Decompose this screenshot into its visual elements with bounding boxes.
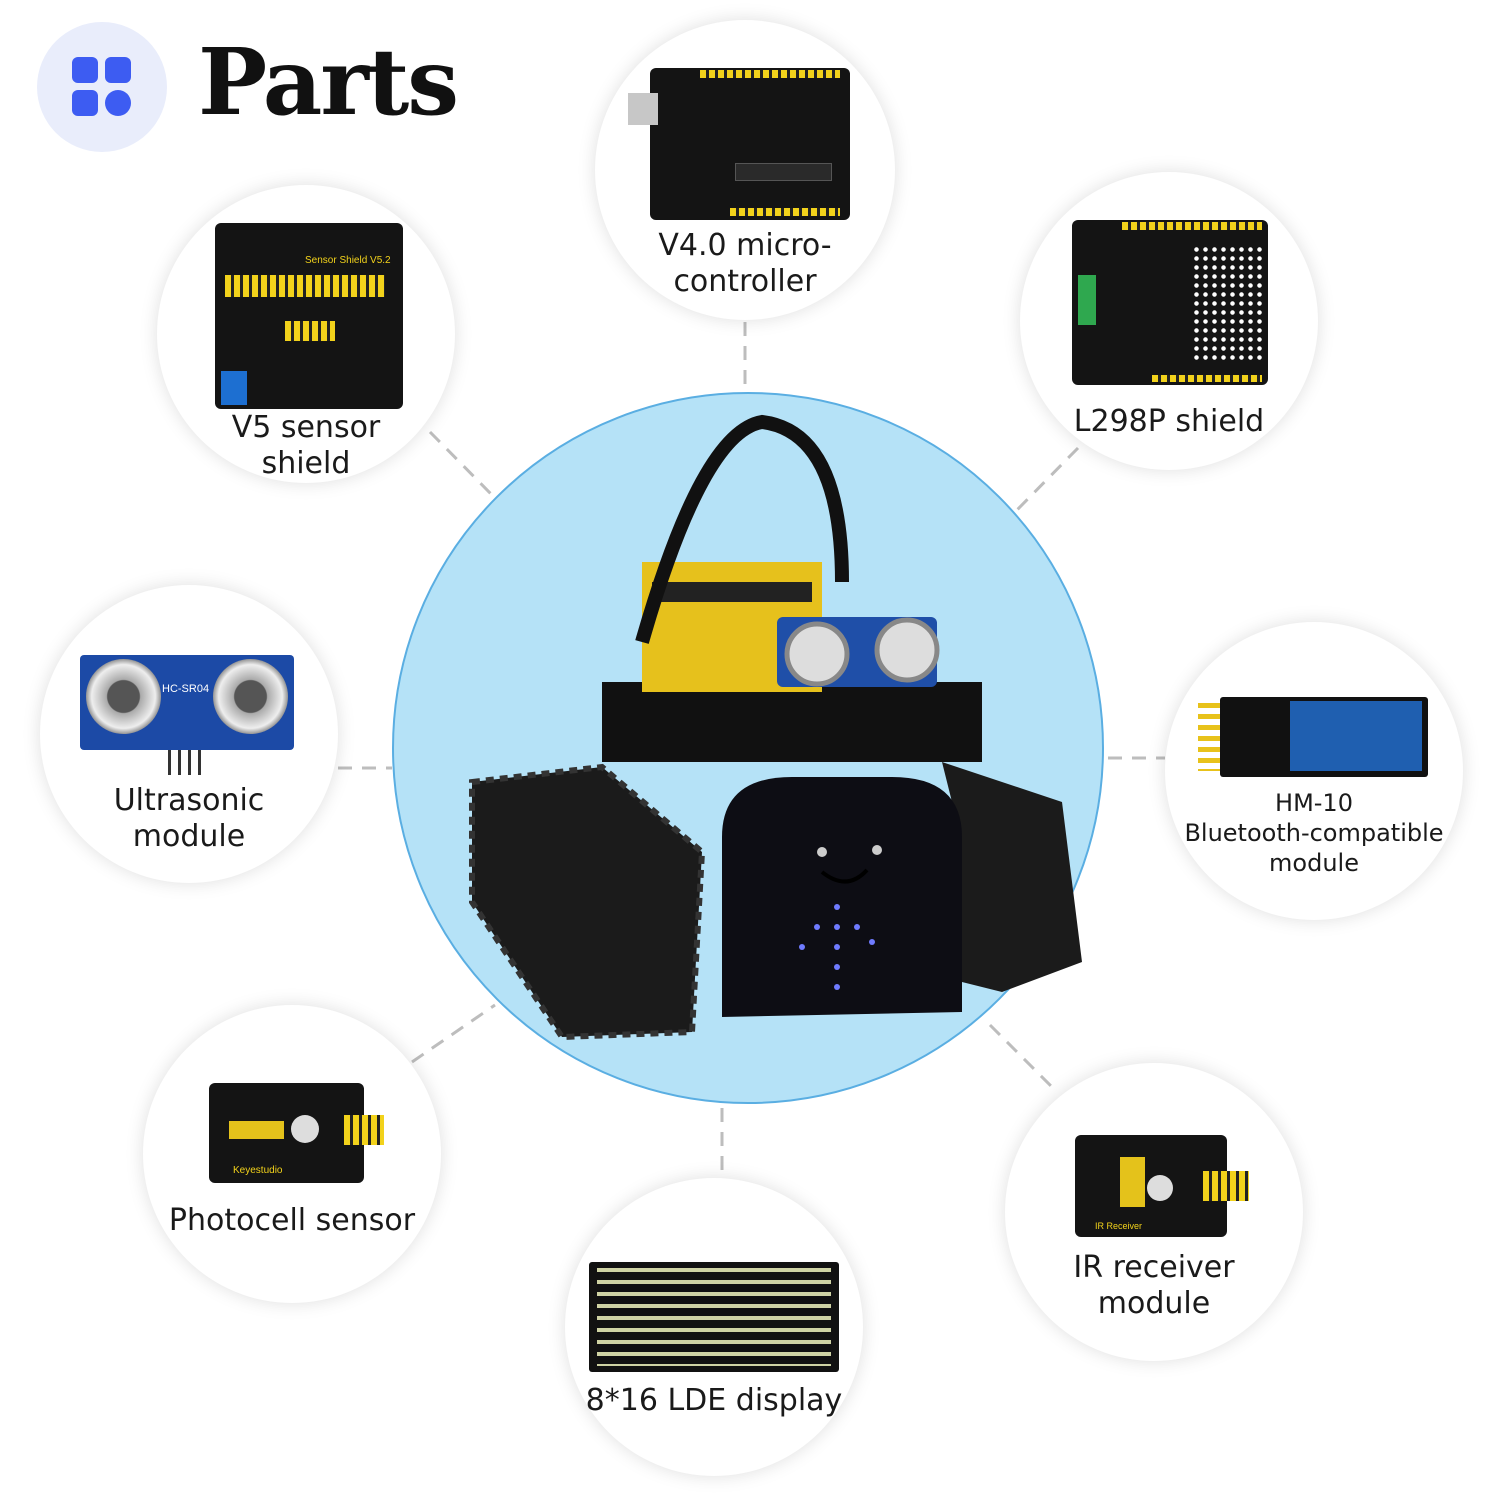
ultrasonic-label: Ultrasonic module: [113, 783, 265, 854]
part-l298p-shield: L298P shield: [1020, 172, 1318, 470]
part-photocell-sensor: Keyestudio Photocell sensor: [143, 1005, 441, 1303]
robot-circle: [392, 392, 1104, 1104]
photocell-label: Photocell sensor: [168, 1203, 416, 1238]
parts-icon: [37, 22, 167, 152]
photocell-board-image: Keyestudio: [209, 1083, 384, 1183]
connector-v5: [428, 430, 497, 500]
robot-illustration: [469, 414, 1082, 1041]
connector-l298p: [1013, 446, 1080, 514]
ir-board-text: IR Receiver: [1095, 1221, 1143, 1231]
display-label: 8*16 LDE display: [585, 1383, 843, 1418]
ir-label: IR receiver module: [1073, 1250, 1235, 1321]
ir-board-image: IR Receiver: [1075, 1135, 1249, 1237]
v5-label: V5 sensor shield: [231, 410, 381, 481]
ultrasonic-image: HC-SR04: [80, 655, 294, 775]
page-title: Parts: [198, 28, 459, 136]
l298p-label: L298P shield: [1073, 404, 1265, 439]
hm10-label: HM-10 Bluetooth-compatible module: [1184, 789, 1444, 877]
display-image: [589, 1262, 839, 1372]
v5-board-text: Sensor Shield V5.2: [305, 255, 391, 266]
part-ir-receiver: IR Receiver IR receiver module: [1005, 1063, 1303, 1361]
photocell-board-text: Keyestudio: [233, 1165, 283, 1176]
v4-label: V4.0 micro- controller: [658, 228, 832, 299]
connector-ir: [988, 1023, 1057, 1092]
part-v4-controller: V4.0 micro- controller: [595, 20, 895, 320]
part-hm10-module: HM-10 Bluetooth-compatible module: [1165, 622, 1463, 920]
hm10-image: [1198, 697, 1428, 777]
part-v5-sensor-shield: Sensor Shield V5.2 V5 sensor shield: [157, 185, 455, 483]
l298p-board-image: [1072, 220, 1268, 385]
part-ultrasonic-module: HC-SR04 Ultrasonic module: [40, 585, 338, 883]
ultrasonic-board-text: HC-SR04: [162, 683, 210, 695]
v5-board-image: Sensor Shield V5.2: [215, 223, 403, 409]
part-led-display: 8*16 LDE display: [565, 1178, 863, 1476]
connector-photocell: [411, 1003, 496, 1064]
v4-board-image: [628, 68, 850, 220]
